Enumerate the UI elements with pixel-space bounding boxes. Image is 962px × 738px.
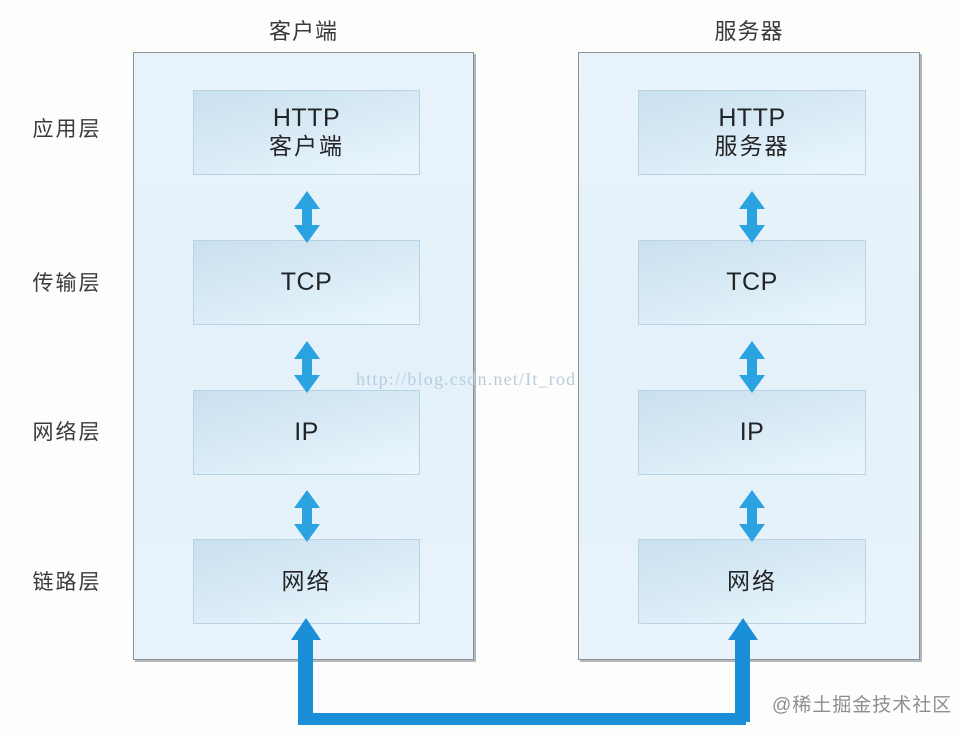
client-link-secondary: 网络 (281, 567, 332, 594)
server-transport-box[interactable]: TCP (638, 240, 871, 330)
client-column-title: 客户端 (268, 19, 338, 44)
server-link-box[interactable]: 网络 (638, 539, 871, 629)
server-column-title: 服务器 (714, 19, 784, 44)
server-transport-primary: TCP (726, 268, 778, 297)
layer-label-transport: 传输层 (32, 272, 102, 295)
server-link-secondary: 网络 (727, 567, 777, 594)
double-arrow-icon (739, 191, 765, 243)
double-arrow-icon (294, 341, 320, 393)
physical-link-connector (291, 618, 758, 725)
server-network-box[interactable]: IP (638, 390, 871, 480)
double-arrow-icon (294, 191, 320, 243)
client-link-box[interactable]: 网络 (193, 539, 425, 629)
client-application-secondary: 客户端 (269, 133, 344, 160)
client-application-primary: HTTP (272, 104, 341, 133)
server-network-primary: IP (739, 418, 765, 447)
layer-label-application: 应用层 (32, 118, 102, 141)
client-transport-box[interactable]: TCP (193, 240, 425, 330)
server-application-primary: HTTP (718, 104, 786, 133)
layer-label-network: 网络层 (32, 421, 102, 444)
server-application-box[interactable]: HTTP 服务器 (638, 90, 871, 180)
double-arrow-icon (294, 490, 320, 542)
client-network-box[interactable]: IP (193, 390, 425, 480)
server-application-secondary: 服务器 (714, 133, 790, 160)
client-network-primary: IP (294, 418, 319, 447)
double-arrow-icon (739, 490, 765, 542)
client-transport-primary: TCP (280, 268, 333, 297)
layer-label-link: 链路层 (32, 571, 102, 594)
client-application-box[interactable]: HTTP 客户端 (193, 90, 425, 180)
double-arrow-icon (739, 341, 765, 393)
brand-watermark: @稀土掘金技术社区 (772, 695, 953, 716)
